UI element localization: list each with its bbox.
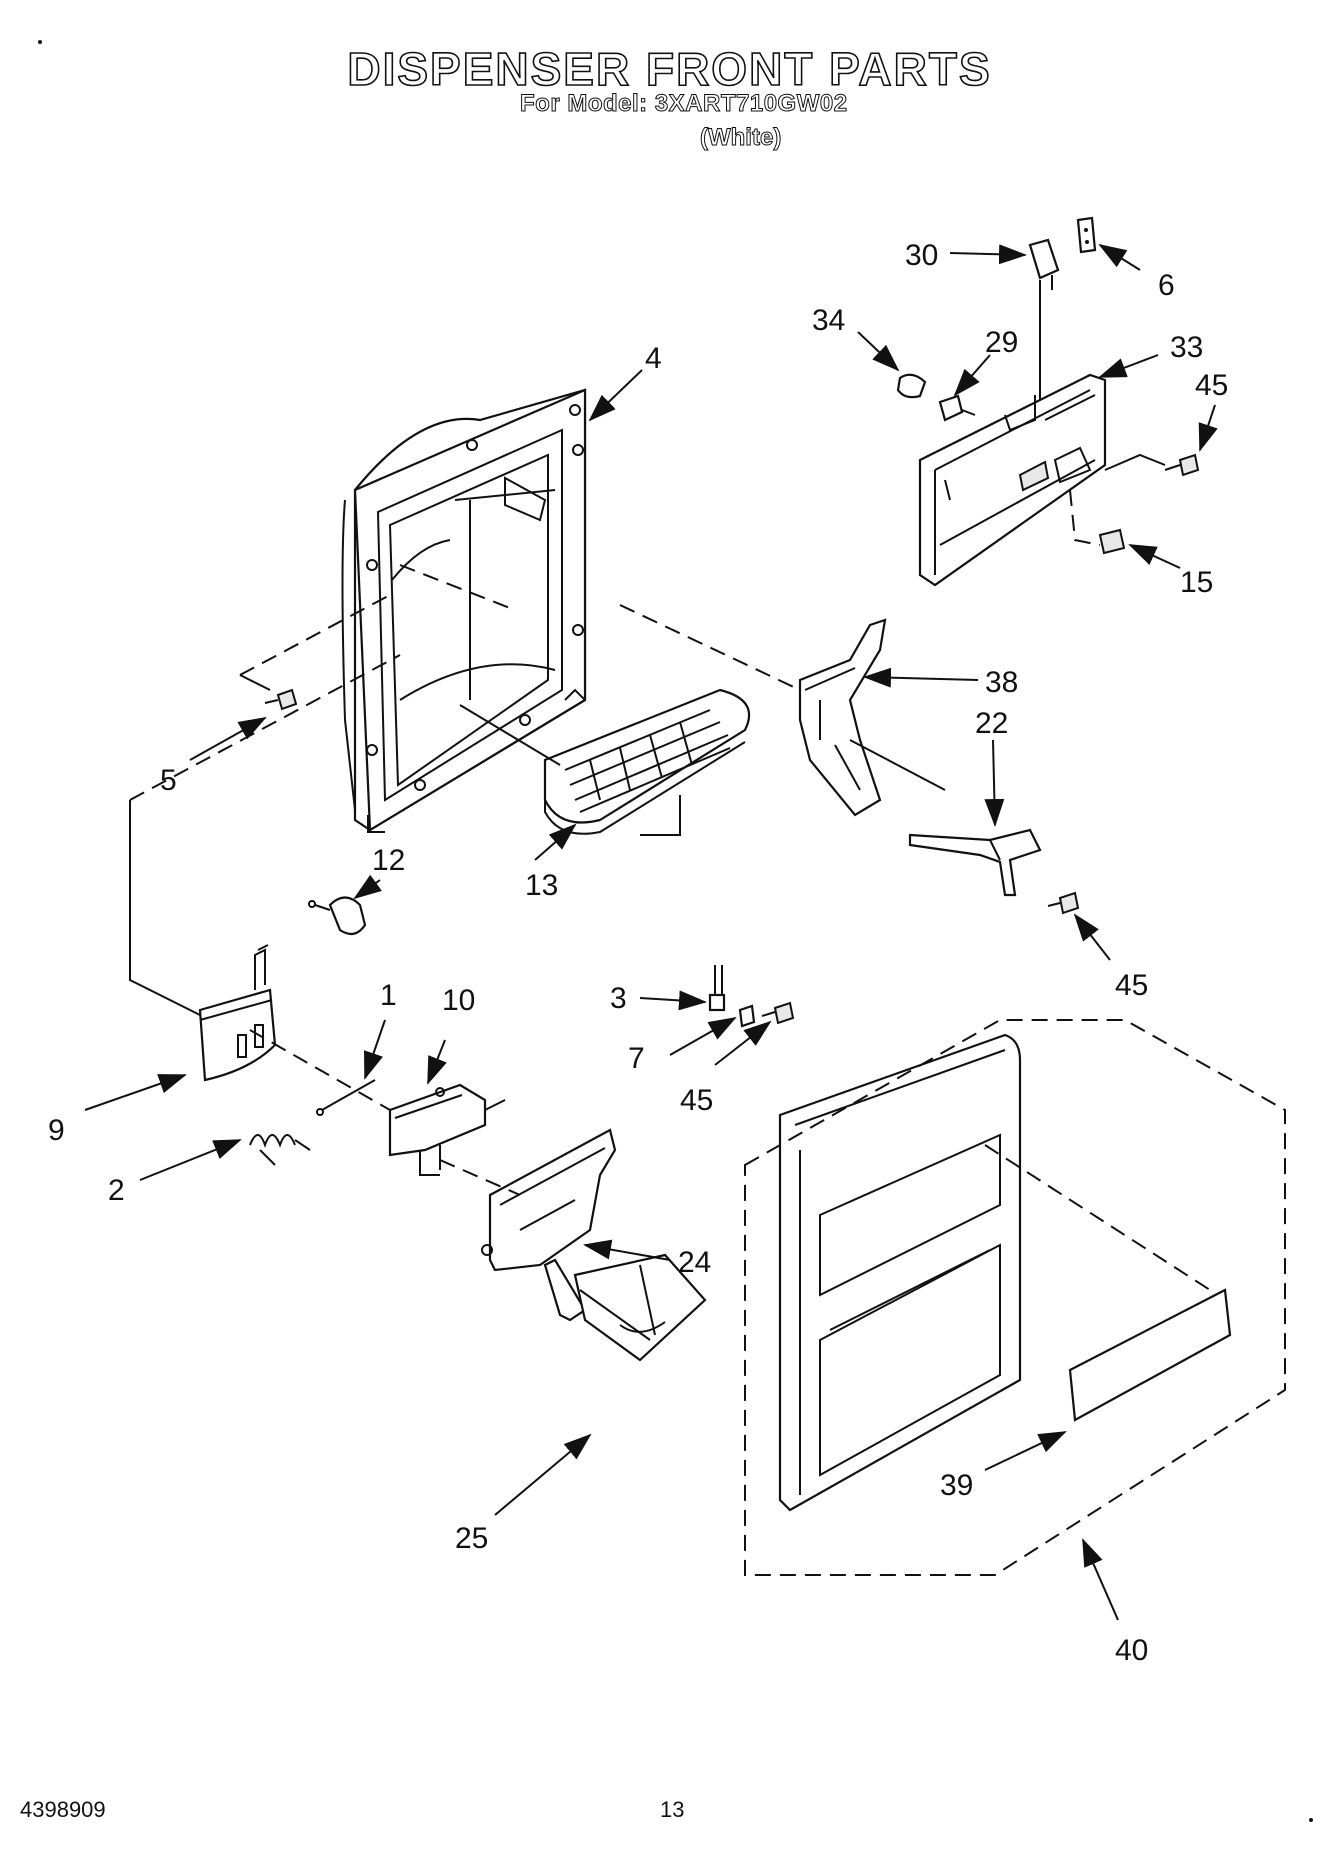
assembly-line bbox=[439, 1159, 521, 1196]
document-number: 4398909 bbox=[20, 1797, 106, 1822]
callout-5: 5 bbox=[160, 764, 177, 797]
color-label: (White) bbox=[699, 124, 782, 152]
faceplate-part-40 bbox=[778, 1033, 1022, 1512]
bracket-part-10 bbox=[388, 1083, 506, 1176]
assembly-line bbox=[1104, 453, 1166, 471]
screw-part-5 bbox=[264, 688, 298, 711]
callout-13: 13 bbox=[525, 869, 558, 902]
assembly-line bbox=[239, 674, 271, 691]
shaft-part-22 bbox=[908, 828, 1042, 897]
screw-part-45 bbox=[1047, 891, 1080, 915]
callout-30: 30 bbox=[905, 239, 938, 272]
callout-45-top: 45 bbox=[1195, 369, 1228, 402]
callout-15: 15 bbox=[1180, 566, 1213, 599]
pin-part-1 bbox=[316, 1079, 376, 1116]
scan-dot bbox=[1309, 1818, 1313, 1822]
scan-dot bbox=[38, 40, 42, 44]
assembly-line bbox=[249, 1029, 391, 1111]
callout-29: 29 bbox=[985, 326, 1018, 359]
assembly-line bbox=[619, 604, 801, 691]
solenoid-part-12 bbox=[308, 896, 367, 936]
callout-2: 2 bbox=[108, 1174, 125, 1207]
callout-7: 7 bbox=[628, 1042, 645, 1075]
arm-part-24 bbox=[481, 1128, 617, 1322]
callout-40: 40 bbox=[1115, 1634, 1148, 1667]
callout-39: 39 bbox=[940, 1469, 973, 1502]
label-part-39 bbox=[984, 1144, 1232, 1422]
assembly-outline-40 bbox=[744, 1019, 1286, 1576]
page-title: DISPENSER FRONT PARTS bbox=[347, 42, 992, 96]
socket-part-29 bbox=[938, 394, 976, 422]
actuator-part-38 bbox=[798, 618, 887, 817]
assembly-line bbox=[640, 795, 681, 836]
callout-24: 24 bbox=[678, 1246, 711, 1279]
page-number: 13 bbox=[660, 1797, 685, 1822]
callout-25: 25 bbox=[455, 1522, 488, 1555]
module-part-9 bbox=[198, 944, 277, 1082]
screw-part-45 bbox=[761, 1001, 795, 1025]
chute-part-25 bbox=[573, 1253, 707, 1362]
assembly-line bbox=[399, 564, 516, 611]
assembly-line bbox=[239, 594, 391, 676]
assembly-line bbox=[459, 704, 561, 766]
assembly-line bbox=[849, 739, 946, 791]
plate-part-6 bbox=[1076, 216, 1097, 254]
callout-10: 10 bbox=[442, 984, 475, 1017]
model-subtitle: For Model: 3XART710GW02 bbox=[520, 90, 848, 118]
callout-12: 12 bbox=[372, 844, 405, 877]
clip-part-3 bbox=[708, 965, 726, 1012]
control-housing-part-33 bbox=[918, 373, 1107, 587]
assembly-line bbox=[454, 489, 556, 501]
callout-33: 33 bbox=[1170, 331, 1203, 364]
callout-22: 22 bbox=[975, 707, 1008, 740]
clip-part-7 bbox=[738, 1004, 756, 1028]
insert-part-15 bbox=[1069, 489, 1126, 555]
spring-part-2 bbox=[249, 1134, 311, 1166]
bulb-part-34 bbox=[896, 373, 927, 399]
assembly-line bbox=[129, 800, 201, 1016]
callout-45-right: 45 bbox=[1115, 969, 1148, 1002]
callout-arrows bbox=[84, 243, 1218, 1621]
callout-45-mid: 45 bbox=[680, 1084, 713, 1117]
callout-4: 4 bbox=[645, 342, 662, 375]
callout-38: 38 bbox=[985, 666, 1018, 699]
callout-6: 6 bbox=[1158, 269, 1175, 302]
switch-part-30 bbox=[1028, 238, 1060, 400]
callout-9: 9 bbox=[48, 1114, 65, 1147]
callout-34: 34 bbox=[812, 304, 845, 337]
callout-3: 3 bbox=[610, 982, 627, 1015]
screw-part-45 bbox=[1164, 453, 1200, 477]
grille-part-13 bbox=[543, 688, 751, 835]
callout-1: 1 bbox=[380, 979, 397, 1012]
